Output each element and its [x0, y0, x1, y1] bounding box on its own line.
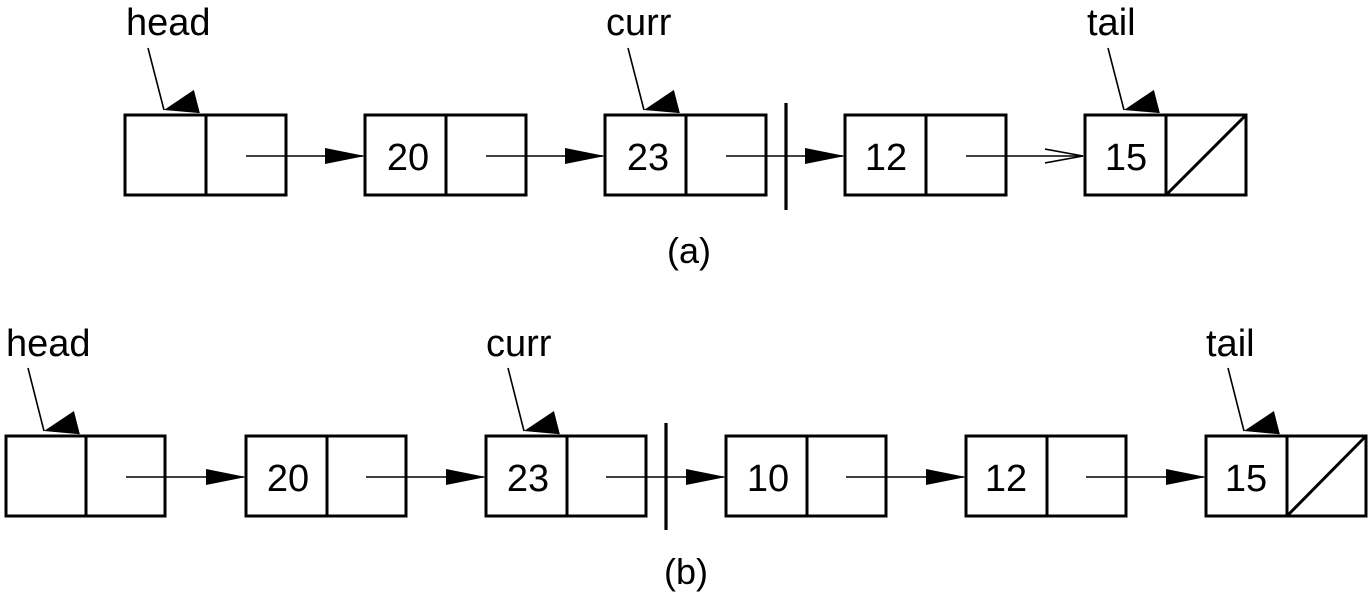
list-node: 23 — [603, 113, 768, 197]
tail-pointer — [1227, 367, 1280, 435]
head-pointer — [27, 367, 80, 435]
caption-b: (b) — [664, 551, 708, 592]
node-value: 12 — [865, 137, 907, 179]
list-node: 12 — [964, 434, 1128, 518]
list-node: 15 — [1083, 113, 1248, 197]
curr-label: curr — [486, 323, 552, 365]
head-label: head — [6, 323, 91, 365]
list-node — [4, 434, 167, 518]
curr-label: curr — [606, 2, 672, 44]
head-pointer — [147, 47, 200, 114]
list-node: 15 — [1204, 434, 1368, 518]
node-value: 10 — [747, 458, 789, 500]
diagram-b: 20 23 10 12 15 — [4, 323, 1368, 592]
curr-pointer — [507, 367, 560, 435]
node-value: 12 — [985, 458, 1027, 500]
node-value: 23 — [507, 458, 549, 500]
list-node: 20 — [244, 434, 408, 518]
list-node: 12 — [843, 113, 1008, 197]
diagram-a: 20 23 12 15 head curr — [123, 2, 1248, 271]
node-value: 15 — [1105, 137, 1147, 179]
node-value: 23 — [627, 137, 669, 179]
list-node: 10 — [724, 434, 888, 518]
node-value: 20 — [267, 458, 309, 500]
list-node: 23 — [484, 434, 648, 518]
tail-label: tail — [1206, 323, 1255, 365]
tail-label: tail — [1087, 2, 1136, 44]
tail-pointer — [1107, 47, 1160, 114]
list-node — [123, 113, 288, 197]
head-label: head — [126, 2, 211, 44]
list-node: 20 — [363, 113, 528, 197]
node-value: 15 — [1225, 458, 1267, 500]
curr-pointer — [627, 47, 680, 114]
node-value: 20 — [387, 137, 429, 179]
caption-a: (a) — [667, 230, 711, 271]
null-slash — [1164, 113, 1248, 197]
null-slash — [1285, 434, 1368, 518]
